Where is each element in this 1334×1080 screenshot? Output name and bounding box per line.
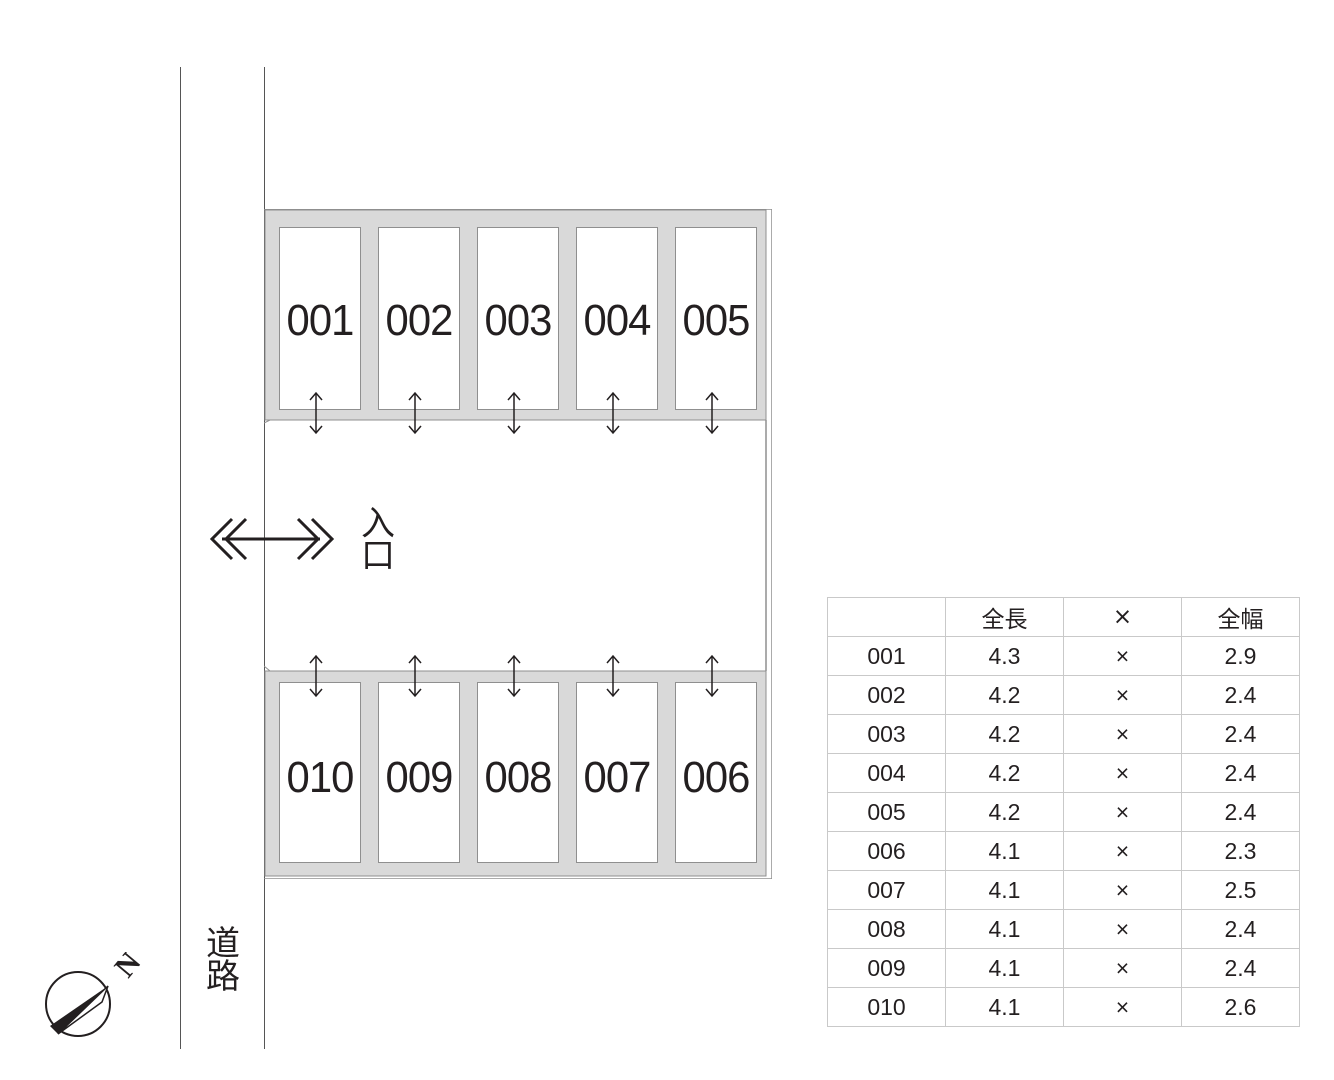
parking-space-number: 005 [682,296,751,345]
space-entry-arrow-icon [705,654,719,698]
parking-space-009: 009 [378,682,460,863]
parking-space-number: 006 [682,753,751,802]
parking-space-002: 002 [378,227,460,410]
table-cell: 008 [827,909,946,949]
table-header-cell: 全幅 [1181,597,1300,637]
table-header-row: 全長×全幅 [827,597,1300,637]
compass-north-label: N [108,952,146,984]
parking-space-004: 004 [576,227,658,410]
space-entry-arrow-icon [408,391,422,435]
table-cell: 004 [827,753,946,793]
table-cell: 4.2 [945,792,1064,832]
road-edge-left [180,67,181,1049]
table-cell: 4.1 [945,987,1064,1027]
table-cell: 2.4 [1181,909,1300,949]
table-cell: 4.1 [945,948,1064,988]
table-cell: × [1063,714,1182,754]
road-label: 道路 [206,924,240,997]
parking-space-003: 003 [477,227,559,410]
table-cell: 2.4 [1181,753,1300,793]
table-cell: × [1063,948,1182,988]
parking-space-number: 001 [286,296,355,345]
parking-space-number: 002 [385,296,454,345]
table-cell: × [1063,987,1182,1027]
space-entry-arrow-icon [606,654,620,698]
table-cell: 002 [827,675,946,715]
table-cell: 2.9 [1181,636,1300,676]
table-cell: 4.1 [945,831,1064,871]
space-entry-arrow-icon [507,391,521,435]
parking-space-number: 010 [286,753,355,802]
entrance-label: 入口 [361,504,395,576]
table-header-cell: × [1063,597,1182,637]
table-cell: × [1063,753,1182,793]
table-cell: 005 [827,792,946,832]
table-cell: 4.1 [945,909,1064,949]
table-cell: × [1063,636,1182,676]
table-cell: 4.1 [945,870,1064,910]
table-header-cell: 全長 [945,597,1064,637]
table-cell: × [1063,870,1182,910]
entrance-arrow-icon [209,517,335,561]
table-cell: 001 [827,636,946,676]
parking-space-007: 007 [576,682,658,863]
table-cell: 4.2 [945,753,1064,793]
road-edge-right [264,67,265,1049]
north-compass-icon: N [45,952,146,1037]
table-cell: 010 [827,987,946,1027]
table-cell: 2.4 [1181,948,1300,988]
parking-space-005: 005 [675,227,757,410]
table-cell: 006 [827,831,946,871]
space-entry-arrow-icon [507,654,521,698]
parking-space-008: 008 [477,682,559,863]
parking-space-010: 010 [279,682,361,863]
parking-space-001: 001 [279,227,361,410]
parking-space-006: 006 [675,682,757,863]
space-entry-arrow-icon [309,654,323,698]
table-cell: 4.2 [945,675,1064,715]
table-cell: 2.6 [1181,987,1300,1027]
table-cell: 2.5 [1181,870,1300,910]
table-cell: 009 [827,948,946,988]
table-cell: 2.4 [1181,792,1300,832]
table-cell: 2.4 [1181,675,1300,715]
parking-space-number: 009 [385,753,454,802]
table-cell: 2.3 [1181,831,1300,871]
table-cell: 2.4 [1181,714,1300,754]
table-cell: × [1063,831,1182,871]
table-cell: 4.3 [945,636,1064,676]
table-cell: × [1063,792,1182,832]
space-entry-arrow-icon [606,391,620,435]
space-entry-arrow-icon [705,391,719,435]
space-entry-arrow-icon [408,654,422,698]
table-cell: × [1063,675,1182,715]
table-cell: 003 [827,714,946,754]
parking-space-number: 008 [484,753,553,802]
parking-space-number: 007 [583,753,652,802]
table-cell: 007 [827,870,946,910]
table-cell: 4.2 [945,714,1064,754]
table-header-cell [827,597,946,637]
parking-space-number: 004 [583,296,652,345]
parking-space-number: 003 [484,296,553,345]
table-cell: × [1063,909,1182,949]
space-entry-arrow-icon [309,391,323,435]
